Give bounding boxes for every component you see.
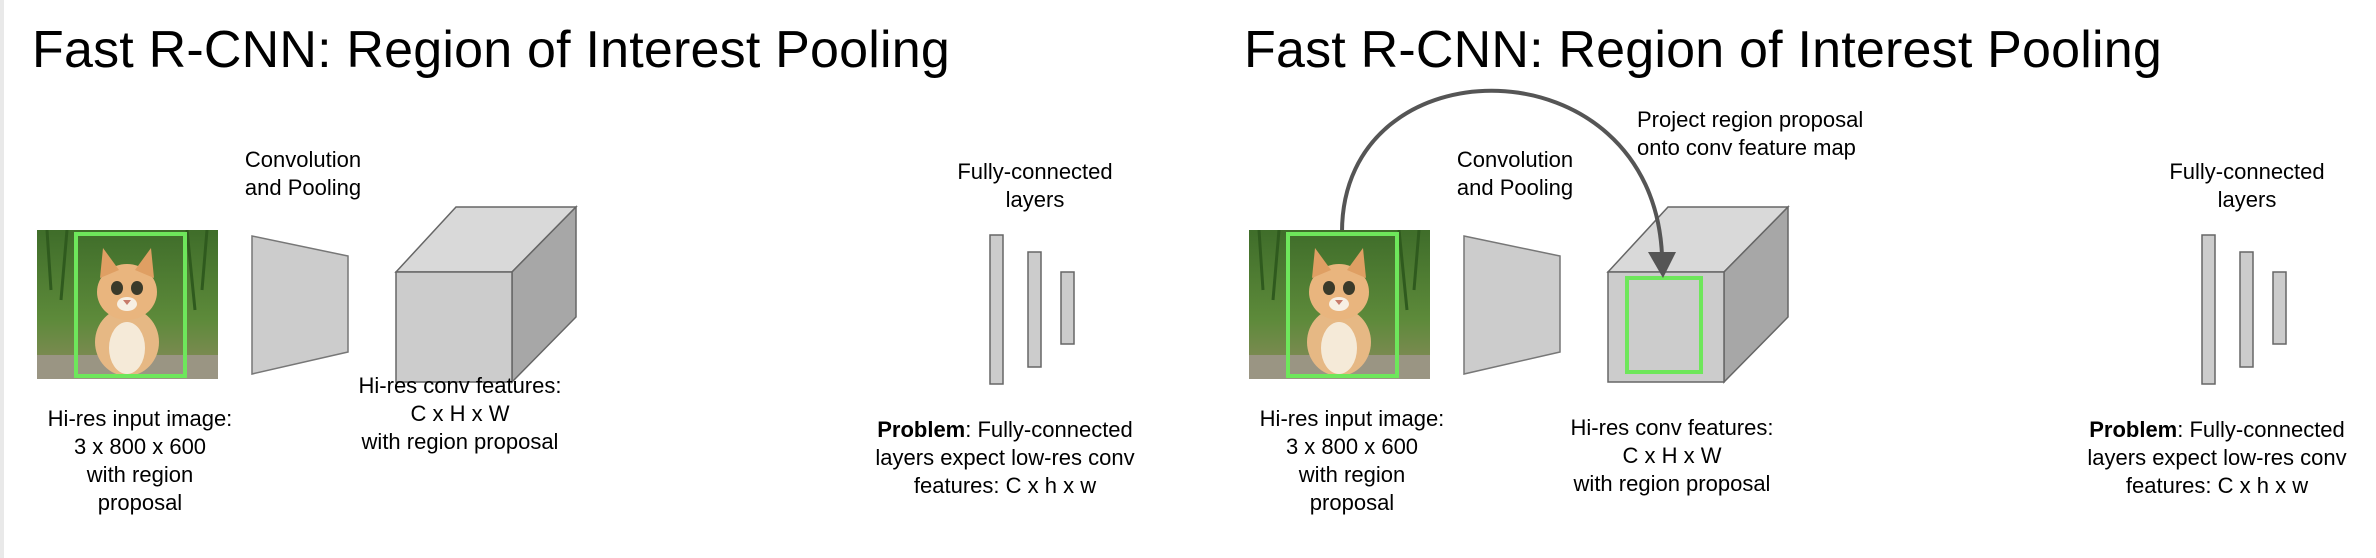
input-label-line: proposal: [97, 490, 183, 515]
problem-bold: Problem: [2089, 417, 2178, 442]
projected-region-box: [1625, 276, 1703, 374]
problem-rest: : Fully-connected: [965, 417, 1133, 442]
input-label-line: with region: [86, 462, 194, 487]
input-image-label: Hi-res input image: 3 x 800 x 600 with r…: [1242, 405, 1462, 517]
projection-arrow: [1340, 88, 1664, 256]
conv-features-line: C x H x W: [410, 401, 510, 426]
region-proposal-box: [1286, 232, 1399, 378]
left-panel: Fast R-CNN: Region of Interest Pooling: [30, 21, 1150, 517]
convolution-trapezoid: [251, 235, 349, 375]
problem-line: features: C x h x w: [2125, 473, 2309, 498]
project-label: Project region proposal onto conv featur…: [1637, 106, 1897, 162]
convolution-label-line: and Pooling: [1456, 175, 1574, 200]
left-proposal-overlay: [74, 232, 187, 378]
fc-layer-2: [1027, 251, 1042, 368]
right-proposal-overlay: [1286, 232, 1399, 378]
fc-layer-1: [989, 234, 1004, 385]
right-diagram: [1340, 88, 2287, 385]
fc-layer-2: [2239, 251, 2254, 368]
problem-label: Problem: Fully-connected layers expect l…: [860, 416, 1150, 500]
convolution-label: Convolution and Pooling: [233, 146, 373, 202]
fc-layer-3: [2272, 271, 2287, 345]
region-proposal-box: [74, 232, 187, 378]
conv-features-line: with region proposal: [1573, 471, 1771, 496]
input-image-label: Hi-res input image: 3 x 800 x 600 with r…: [30, 405, 250, 517]
fc-layer-3: [1060, 271, 1075, 345]
conv-features-line: with region proposal: [361, 429, 559, 454]
conv-features-line: Hi-res conv features:: [358, 373, 562, 398]
input-label-line: 3 x 800 x 600: [73, 434, 207, 459]
conv-features-label: Hi-res conv features: C x H x W with reg…: [335, 372, 585, 456]
panel-title: Fast R-CNN: Region of Interest Pooling: [32, 21, 950, 79]
fc-label-line: Fully-connected: [2169, 159, 2325, 184]
problem-bold: Problem: [877, 417, 966, 442]
fc-label: Fully-connected layers: [935, 158, 1135, 214]
input-image: [37, 230, 218, 379]
convolution-label: Convolution and Pooling: [1445, 146, 1585, 202]
fc-layer-1: [2201, 234, 2216, 385]
problem-line: layers expect low-res conv: [875, 445, 1135, 470]
convolution-label-line: Convolution: [244, 147, 362, 172]
input-label-line: 3 x 800 x 600: [1285, 434, 1419, 459]
problem-line: layers expect low-res conv: [2087, 445, 2347, 470]
input-label-line: proposal: [1309, 490, 1395, 515]
fc-label-line: Fully-connected: [957, 159, 1113, 184]
project-label-line: Project region proposal: [1637, 107, 1864, 132]
feature-cube-front: [395, 271, 513, 383]
convolution-label-line: and Pooling: [244, 175, 362, 200]
problem-rest: : Fully-connected: [2177, 417, 2345, 442]
conv-features-label: Hi-res conv features: C x H x W with reg…: [1547, 414, 1797, 498]
fc-label: Fully-connected layers: [2147, 158, 2347, 214]
problem-line-1: Problem: Fully-connected: [860, 416, 1150, 444]
convolution-label-line: Convolution: [1456, 147, 1574, 172]
input-label-line: Hi-res input image:: [47, 406, 233, 431]
conv-features-line: C x H x W: [1622, 443, 1722, 468]
left-diagram: [251, 205, 1075, 385]
problem-label: Problem: Fully-connected layers expect l…: [2072, 416, 2362, 500]
input-label-line: Hi-res input image:: [1259, 406, 1445, 431]
fc-label-line: layers: [1005, 187, 1065, 212]
projection-arrowhead: [1648, 252, 1676, 278]
problem-line-1: Problem: Fully-connected: [2072, 416, 2362, 444]
left-edge-bar: [0, 0, 4, 558]
input-label-line: with region: [1298, 462, 1406, 487]
conv-features-line: Hi-res conv features:: [1570, 415, 1774, 440]
right-panel: Fast R-CNN: Region of Interest Pooling: [1212, 0, 2376, 558]
fc-label-line: layers: [2217, 187, 2277, 212]
convolution-trapezoid: [1463, 235, 1561, 375]
project-label-line: onto conv feature map: [1637, 135, 1856, 160]
input-image: [1249, 230, 1430, 379]
problem-line: features: C x h x w: [913, 473, 1097, 498]
panel-title: Fast R-CNN: Region of Interest Pooling: [1244, 21, 2162, 79]
